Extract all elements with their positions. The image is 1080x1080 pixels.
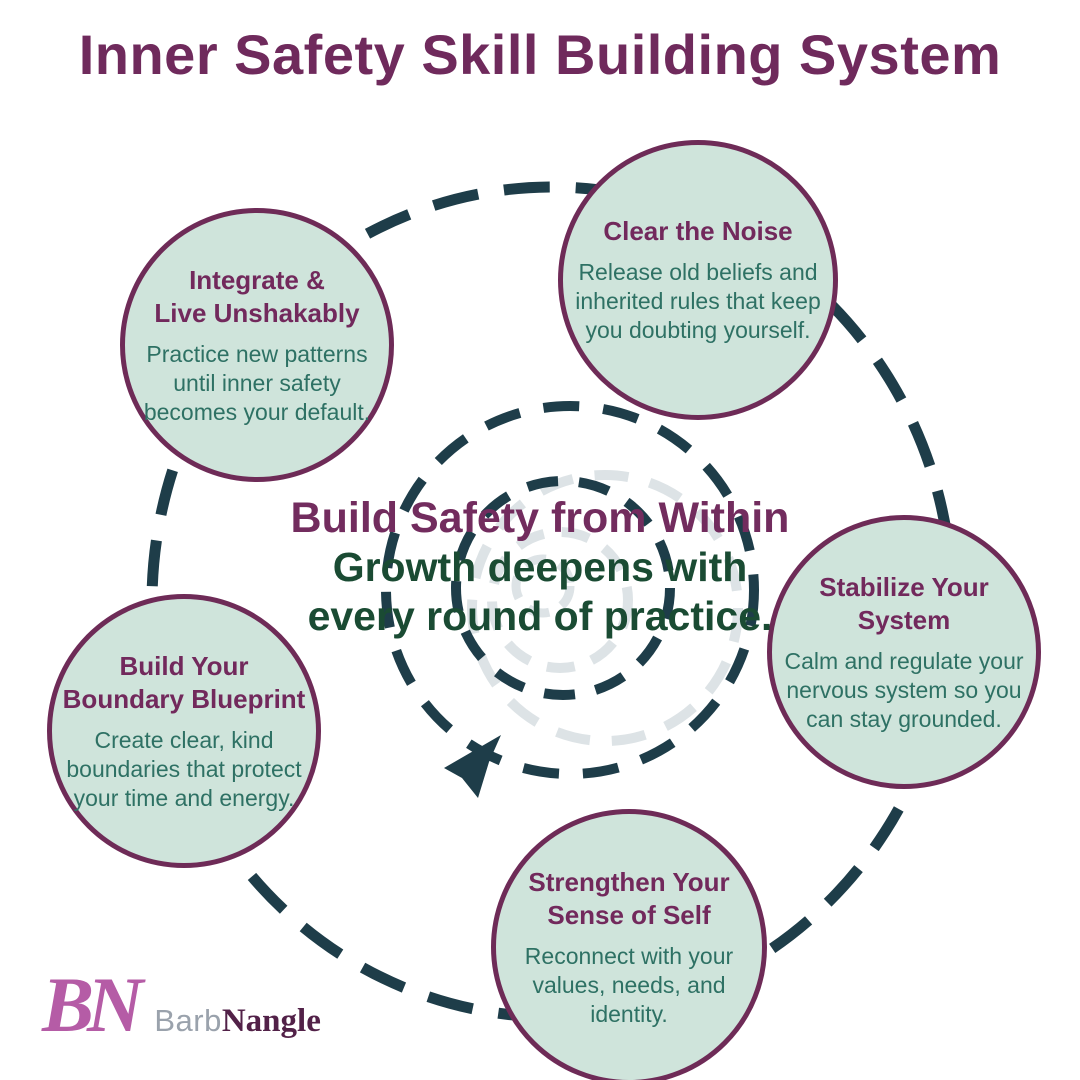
spiral-dark-ring-inner <box>451 476 675 700</box>
step-title: Strengthen Your Sense of Self <box>528 866 729 934</box>
spiral-arrowhead-icon <box>444 735 501 798</box>
step-circle-stabilize-your-system: Stabilize Your System Calm and regulate … <box>767 515 1041 789</box>
step-circle-integrate-live-unshakably: Integrate & Live Unshakably Practice new… <box>120 208 394 482</box>
step-title-line: Clear the Noise <box>603 216 793 247</box>
step-title: Build Your Boundary Blueprint <box>63 650 306 718</box>
center-subline-2: every round of practice. <box>307 592 773 639</box>
step-description: Release old beliefs and inherited rules … <box>575 259 821 343</box>
spiral-gray-ring-outer <box>467 470 743 746</box>
step-circle-clear-the-noise: Clear the Noise Release old beliefs and … <box>558 140 838 420</box>
step-description: Calm and regulate your nervous system so… <box>784 648 1024 732</box>
step-circle-build-your-boundary-blueprint: Build Your Boundary Blueprint Create cle… <box>47 594 321 868</box>
step-description: Practice new patterns until inner safety… <box>143 341 371 425</box>
brand-name-first: Barb <box>154 1003 222 1038</box>
step-title-line: Stabilize Your <box>819 571 989 602</box>
step-title: Integrate & Live Unshakably <box>154 264 359 332</box>
center-subline-1: Growth deepens with <box>332 544 748 591</box>
step-title: Clear the Noise <box>603 215 792 249</box>
step-title-line: Live Unshakably <box>154 298 360 329</box>
spiral-dark-ring-outer <box>381 401 759 779</box>
center-headline: Build Safety from Within <box>290 494 790 542</box>
step-circle-strengthen-your-sense-of-self: Strengthen Your Sense of Self Reconnect … <box>491 809 767 1080</box>
step-title-line: Strengthen Your <box>528 866 730 897</box>
step-title-line: Boundary Blueprint <box>62 684 306 715</box>
step-description: Reconnect with your values, needs, and i… <box>524 943 734 1027</box>
bn-monogram-icon: BN <box>42 961 143 1048</box>
spiral-gray-ring-mid <box>487 527 633 673</box>
step-title-line: Sense of Self <box>547 900 711 931</box>
step-title-line: Integrate & <box>189 264 325 295</box>
center-message: Build Safety from Within Growth deepens … <box>230 494 850 640</box>
spiral-gray-hook <box>511 554 575 618</box>
page-title: Inner Safety Skill Building System <box>78 23 1002 86</box>
step-title: Stabilize Your System <box>819 571 989 639</box>
step-description: Create clear, kind boundaries that prote… <box>66 727 302 811</box>
brand-logo: BN Barb Nangle <box>42 966 321 1044</box>
brand-name-last: Nangle <box>221 1003 321 1039</box>
step-title-line: Build Your <box>119 650 249 681</box>
step-title-line: System <box>857 605 951 636</box>
